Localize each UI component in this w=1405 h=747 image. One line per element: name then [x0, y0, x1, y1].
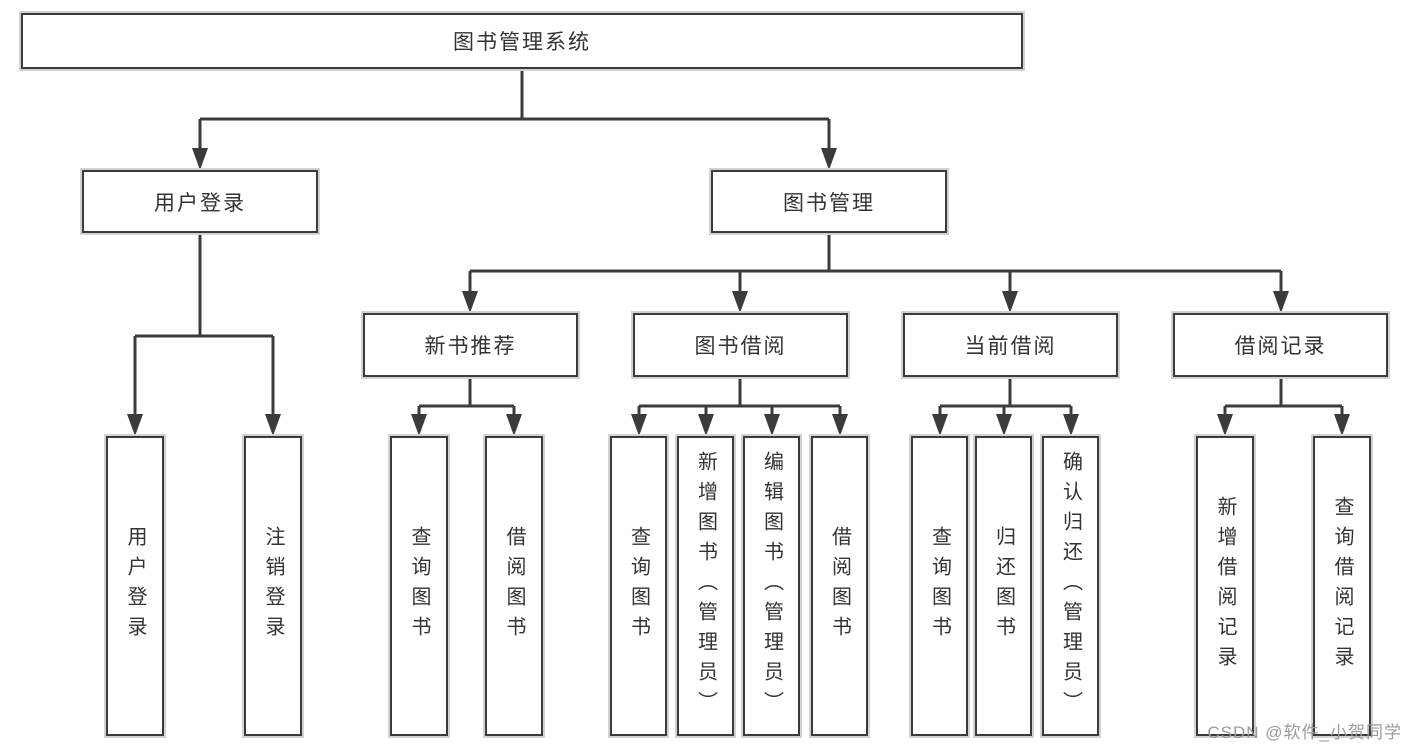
arrowheads: [127, 148, 1350, 436]
node-borrow-records-label: 借阅记录: [1234, 335, 1327, 358]
connector-paths: [133, 69, 1344, 422]
leaf-recommend-borrow-books-label: 借阅图书: [503, 526, 525, 646]
leaf-borrow-books: 借阅图书: [811, 436, 868, 736]
leaf-borrow-query-books-label: 查询图书: [627, 526, 650, 646]
node-borrow-records: 借阅记录: [1173, 313, 1388, 377]
node-book-borrow-label: 图书借阅: [694, 335, 787, 358]
leaf-borrow-books-label: 借阅图书: [828, 526, 851, 646]
leaf-current-query-books: 查询图书: [911, 436, 968, 736]
node-book-management-label: 图书管理: [783, 191, 875, 215]
node-root-label: 图书管理系统: [453, 31, 591, 54]
node-new-book-recommend-label: 新书推荐: [424, 335, 517, 358]
leaf-add-borrow-record-label: 新增借阅记录: [1214, 496, 1236, 676]
node-current-borrow-label: 当前借阅: [964, 335, 1057, 358]
leaf-return-books-label: 归还图书: [992, 526, 1015, 646]
node-book-borrow: 图书借阅: [633, 313, 848, 377]
leaf-logout-label: 注销登录: [262, 526, 284, 646]
leaf-confirm-return-admin: 确认归还（管理员）: [1042, 436, 1099, 736]
leaf-confirm-return-admin-label: 确认归还（管理员）: [1059, 451, 1082, 721]
leaf-user-login-label: 用户登录: [124, 526, 146, 646]
leaf-edit-books-admin-label: 编辑图书（管理员）: [760, 451, 783, 721]
node-root: 图书管理系统: [21, 13, 1023, 69]
leaf-borrow-query-books: 查询图书: [610, 436, 667, 736]
leaf-recommend-query-books-label: 查询图书: [408, 526, 430, 646]
node-user-login: 用户登录: [82, 170, 318, 233]
leaf-logout: 注销登录: [244, 436, 302, 736]
leaf-query-borrow-record-label: 查询借阅记录: [1331, 496, 1353, 676]
leaf-recommend-borrow-books: 借阅图书: [485, 436, 543, 736]
leaf-return-books: 归还图书: [975, 436, 1032, 736]
leaf-add-books-admin-label: 新增图书（管理员）: [694, 451, 717, 721]
leaf-recommend-query-books: 查询图书: [390, 436, 448, 736]
node-new-book-recommend: 新书推荐: [363, 313, 578, 377]
leaf-edit-books-admin: 编辑图书（管理员）: [743, 436, 800, 736]
leaf-add-books-admin: 新增图书（管理员）: [677, 436, 734, 736]
leaf-add-borrow-record: 新增借阅记录: [1196, 436, 1254, 736]
node-current-borrow: 当前借阅: [903, 313, 1118, 377]
node-book-management: 图书管理: [711, 170, 947, 233]
leaf-query-borrow-record: 查询借阅记录: [1313, 436, 1371, 736]
leaf-current-query-books-label: 查询图书: [928, 526, 951, 646]
watermark: CSDN @软件_小贺同学: [1207, 723, 1402, 742]
node-user-login-label: 用户登录: [154, 191, 246, 215]
leaf-user-login: 用户登录: [106, 436, 164, 736]
